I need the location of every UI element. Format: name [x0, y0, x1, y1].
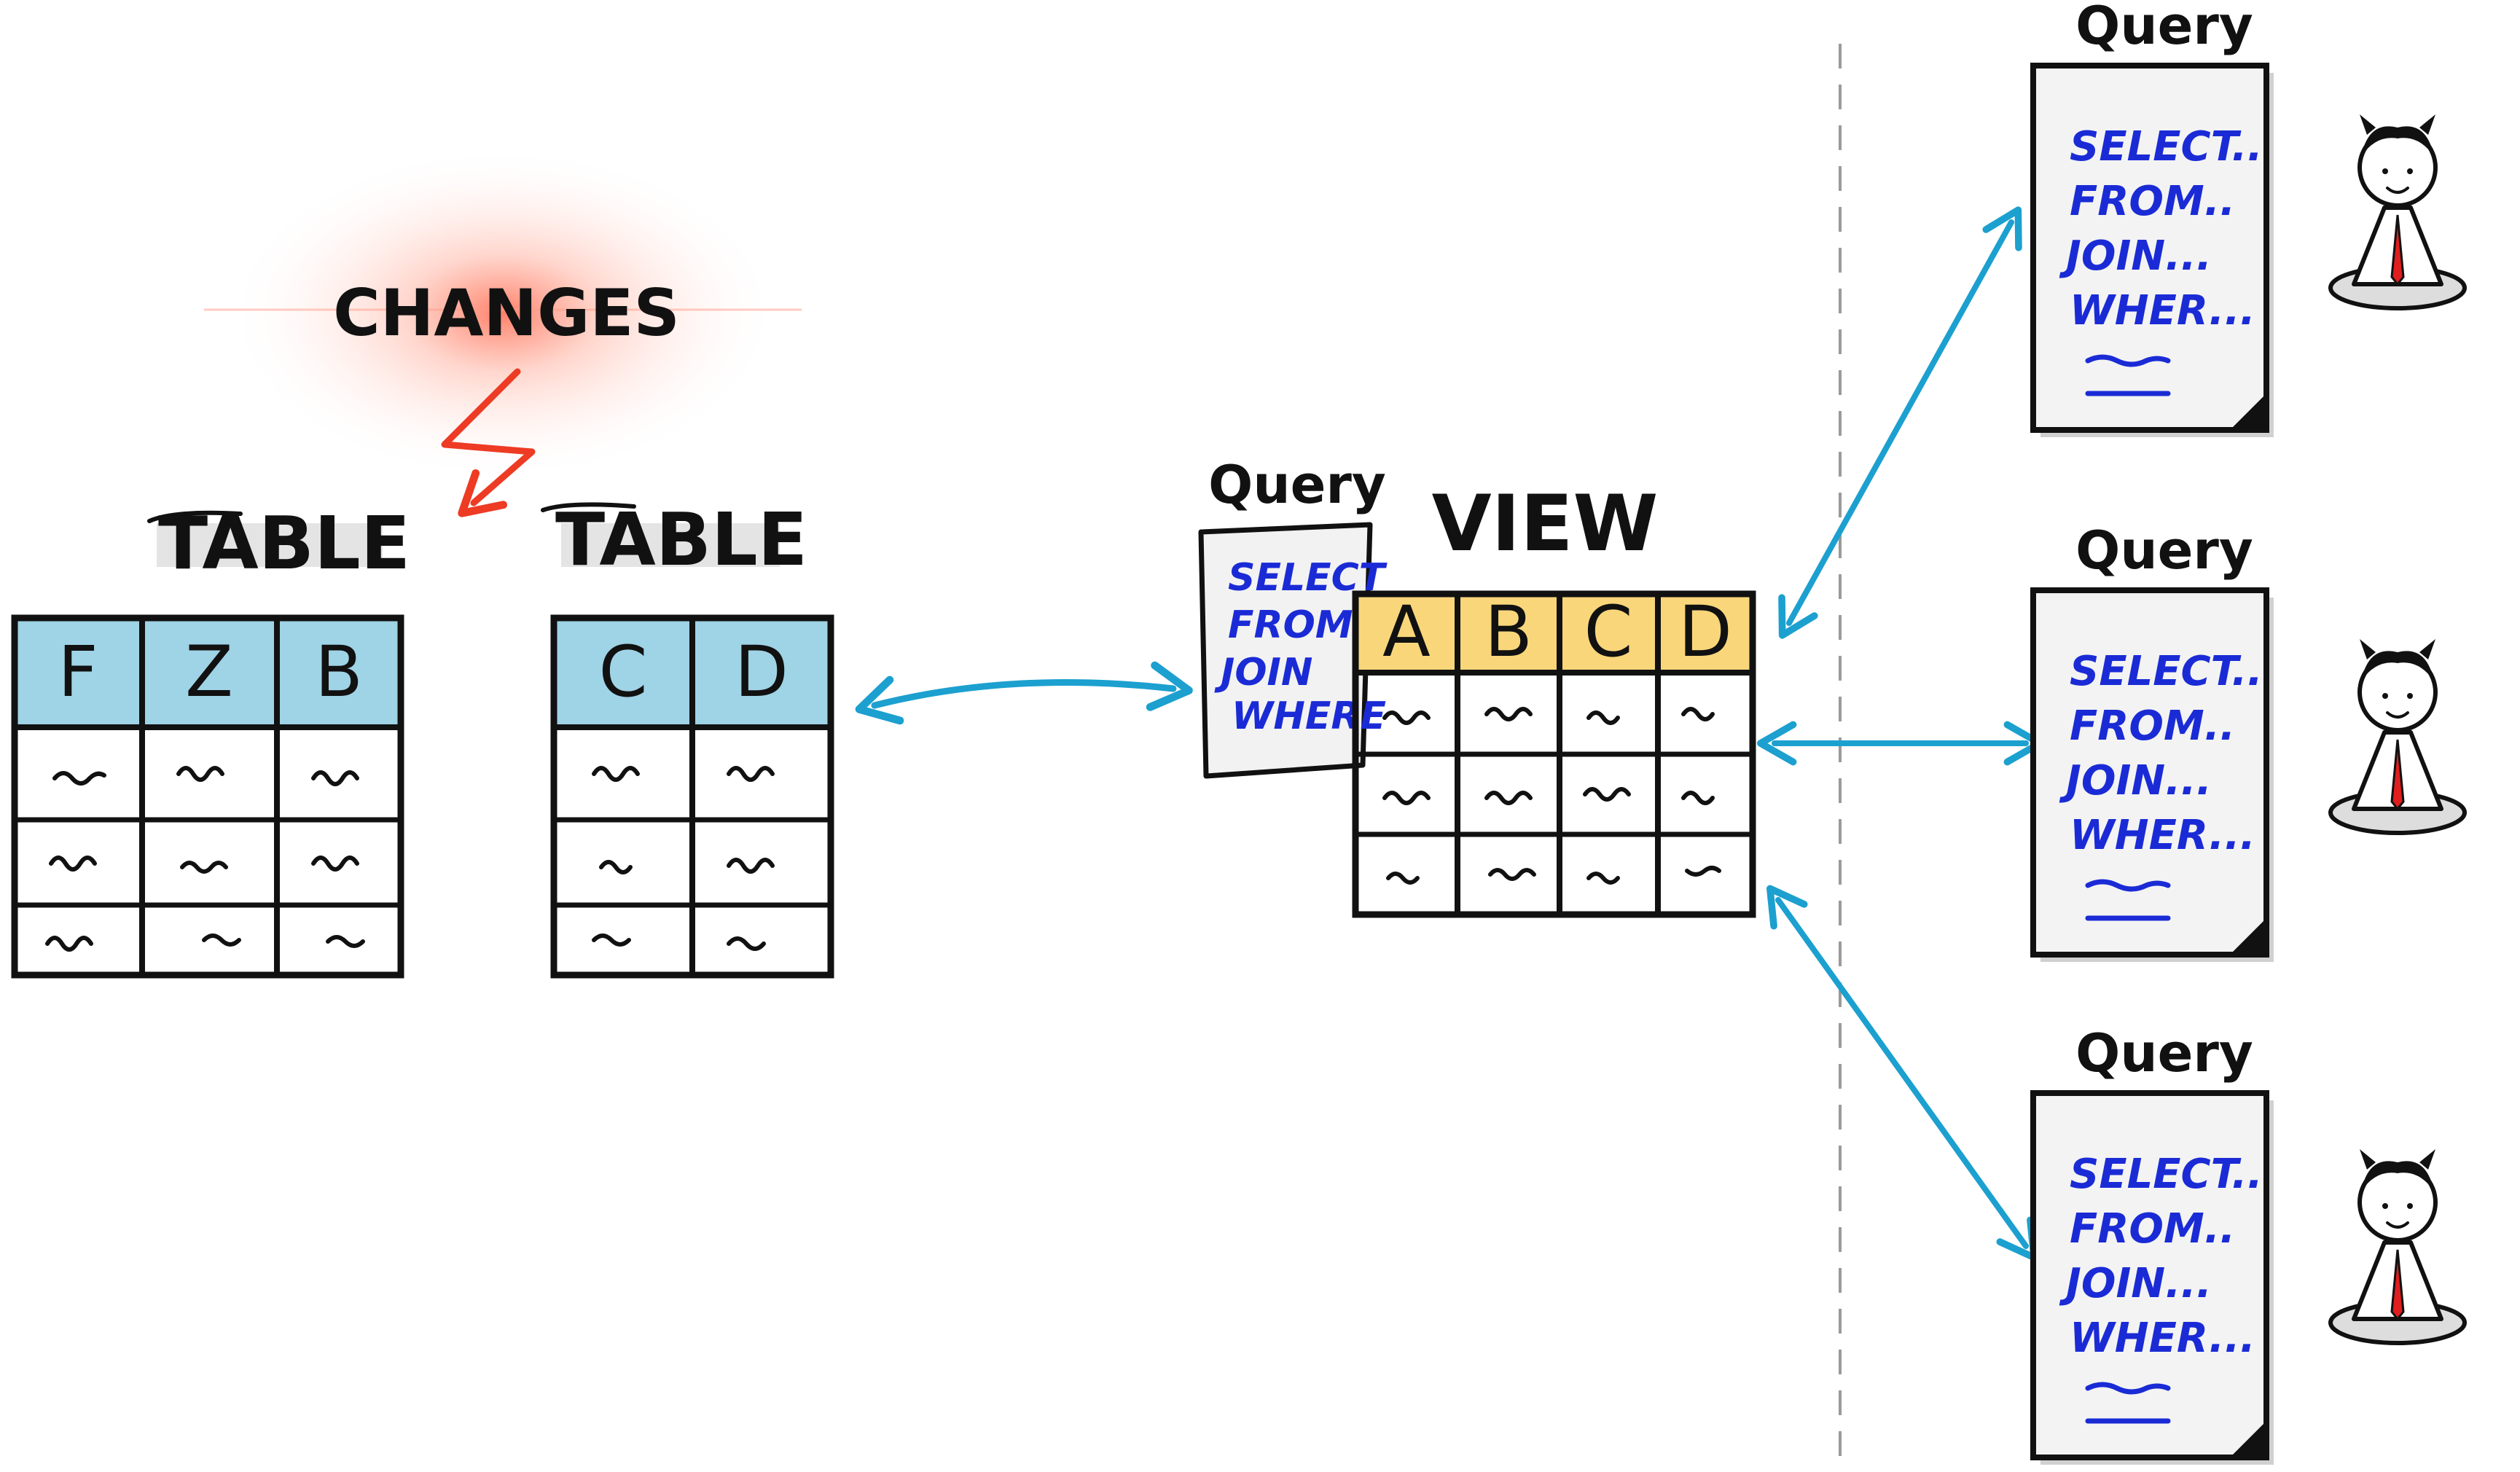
view-query-line: FROM	[1228, 603, 1353, 647]
view-query-paper	[1198, 522, 1373, 779]
query-line: JOIN...	[2059, 757, 2212, 804]
view-header-bg	[1355, 594, 1753, 673]
query-paper-fold	[2230, 1421, 2266, 1457]
changes-glow	[226, 146, 780, 481]
query-title: Query	[2075, 520, 2253, 581]
view-query-line: WHERE	[1232, 694, 1386, 738]
view-column-header: A	[1382, 591, 1431, 673]
title-flourish	[147, 510, 243, 523]
view-table: VIEW A B C D	[1352, 479, 1756, 918]
table-border	[11, 614, 404, 979]
column-header: B	[315, 631, 363, 713]
table-title: TABLE	[158, 501, 410, 586]
query-scribble	[2085, 354, 2171, 367]
arrow-view-to-query-3	[1766, 885, 2038, 1261]
table-title-shadow	[561, 523, 780, 567]
changes-indicator: CHANGES	[204, 146, 802, 517]
query-card-1: Query SELECT.. FROM.. JOIN... WHER...	[2030, 0, 2274, 437]
user-figure-3	[2328, 1149, 2467, 1345]
column-header: F	[58, 631, 98, 713]
query-line: FROM..	[2070, 178, 2235, 225]
user-figure-2	[2328, 639, 2467, 835]
table-title: TABLE	[555, 497, 807, 582]
query-card-3: Query SELECT.. FROM.. JOIN... WHER...	[2030, 1022, 2274, 1465]
query-line: JOIN...	[2059, 232, 2212, 280]
view-query-line: JOIN	[1214, 651, 1312, 694]
changes-label: CHANGES	[333, 275, 680, 351]
query-title: Query	[2075, 0, 2253, 56]
query-line: WHER...	[2070, 1315, 2255, 1362]
query-scribble	[2085, 1382, 2171, 1395]
table-fzb: TABLE F Z B	[11, 501, 410, 979]
user-figure-1	[2328, 114, 2467, 310]
query-line: WHER...	[2070, 287, 2255, 334]
changes-arrow	[441, 368, 536, 517]
table-cd: TABLE C D	[541, 497, 834, 979]
query-card-2: Query SELECT.. FROM.. JOIN... WHER...	[2030, 520, 2274, 962]
table-squiggles	[45, 766, 365, 952]
view-squiggles	[1382, 707, 1721, 885]
query-paper-fold	[2230, 394, 2266, 430]
view-column-header: D	[1678, 591, 1732, 673]
title-flourish	[541, 502, 636, 512]
table-title-shadow	[157, 523, 383, 567]
column-header: C	[598, 631, 647, 713]
query-line: FROM..	[2070, 1205, 2235, 1253]
arrow-view-to-query-1	[1778, 206, 2022, 639]
arrow-tables-to-view	[855, 661, 1193, 725]
query-paper	[2030, 1090, 2269, 1460]
query-title: Query	[2075, 1022, 2253, 1084]
query-paper-fold	[2230, 918, 2266, 955]
query-line: SELECT..	[2070, 123, 2263, 171]
query-paper	[2030, 63, 2269, 433]
view-query-title: Query	[1208, 454, 1386, 515]
table-squiggles	[592, 766, 775, 951]
view-title: VIEW	[1432, 479, 1659, 568]
view-column-header: B	[1484, 591, 1533, 673]
query-line: SELECT..	[2070, 648, 2263, 695]
view-column-header: C	[1584, 591, 1632, 673]
query-line: JOIN...	[2059, 1260, 2212, 1307]
query-line: SELECT..	[2070, 1151, 2263, 1198]
query-line: WHER...	[2070, 812, 2255, 859]
query-scribble	[2085, 879, 2171, 892]
column-header: Z	[185, 631, 233, 713]
table-header-bg	[15, 618, 401, 727]
column-header: D	[735, 631, 789, 713]
query-paper	[2030, 587, 2269, 958]
query-line: FROM..	[2070, 702, 2235, 750]
